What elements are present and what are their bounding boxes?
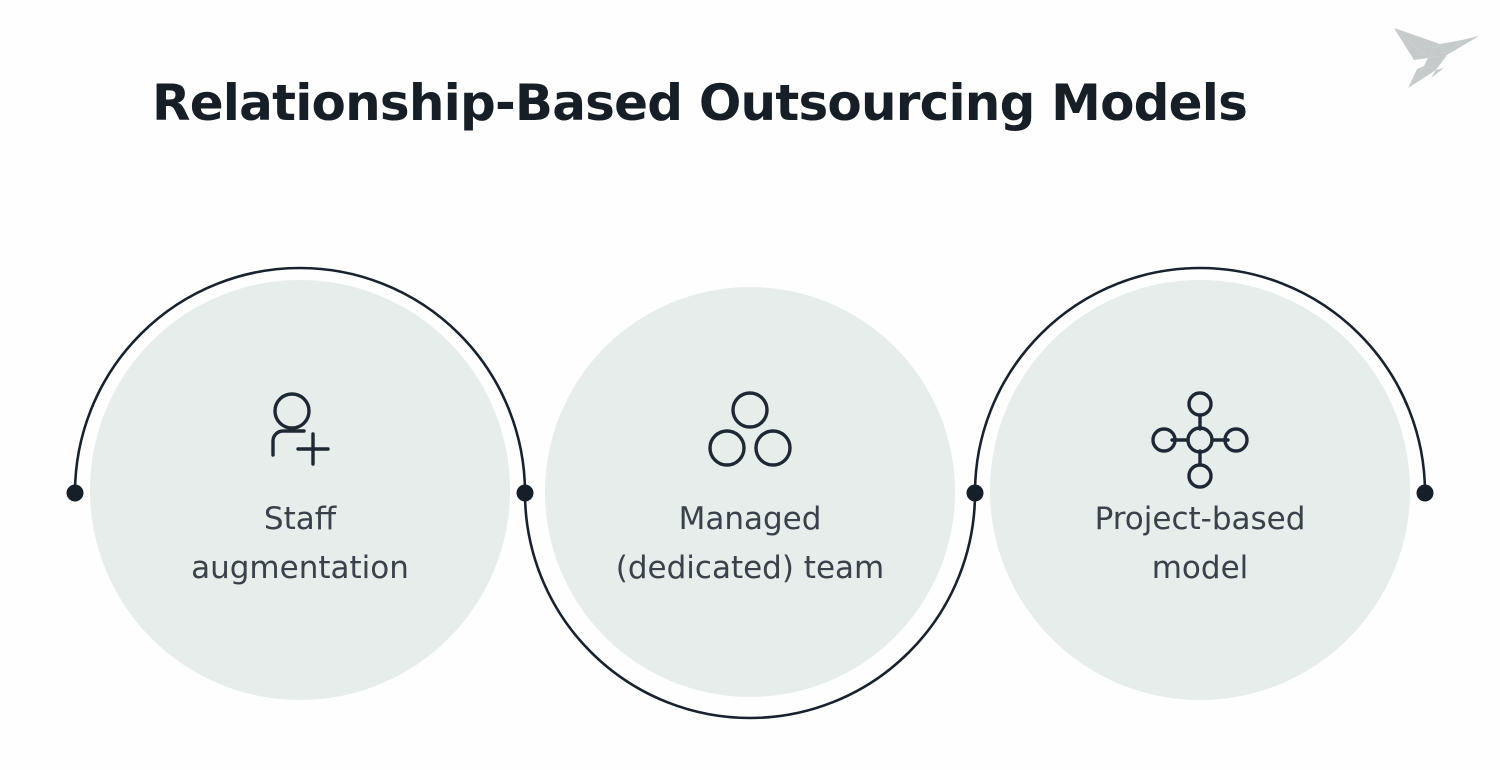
connector-wave-path (73, 266, 1427, 720)
node-label-staff-augmentation: Staff augmentation (191, 501, 409, 586)
node-circle-managed-dedicated-team (545, 287, 955, 697)
node-label-project-based-model: Project-based model (1094, 501, 1306, 586)
three-people-team-icon (708, 391, 792, 467)
wave-junction-dot-1 (516, 484, 534, 502)
wave-end-dot (1416, 484, 1434, 502)
wave-start-dot (66, 484, 84, 502)
page-title: Relationship-Based Outsourcing Models (152, 74, 1248, 132)
hub-and-spoke-network-icon (1151, 391, 1249, 489)
node-circle-project-based-model (990, 280, 1410, 700)
origami-bird-logo (1384, 14, 1488, 94)
node-circle-staff-augmentation (90, 280, 510, 700)
node-label-managed-dedicated-team: Managed (dedicated) team (615, 501, 885, 586)
add-person-icon (271, 392, 330, 466)
wave-junction-dot-2 (966, 484, 984, 502)
